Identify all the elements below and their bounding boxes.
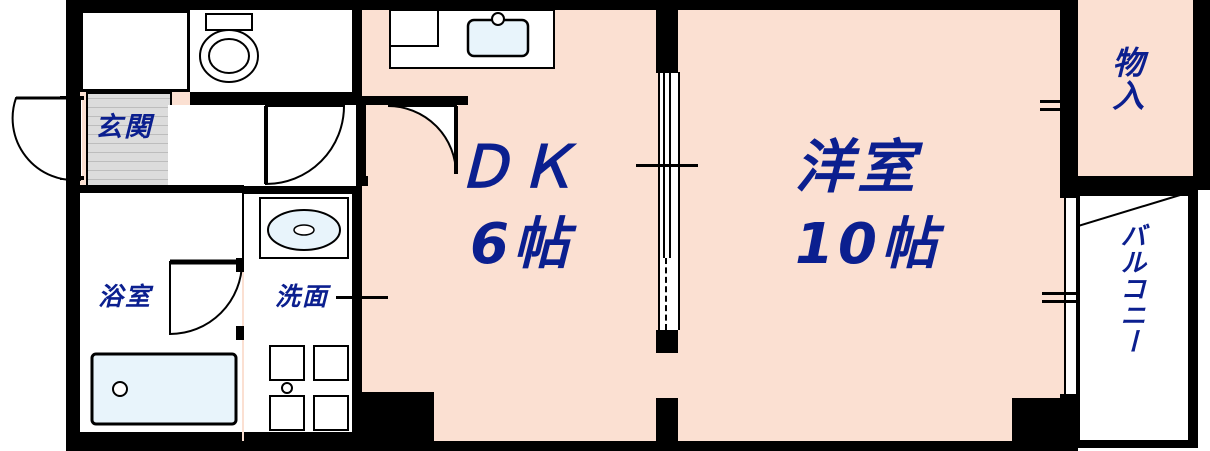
closet-wall-left <box>1060 0 1078 190</box>
dk-door-swing-icon <box>387 105 458 175</box>
wash-basin-icon <box>259 197 349 259</box>
dk-door-frame-left <box>356 96 366 186</box>
label-monoire: 物入 <box>1107 46 1146 112</box>
entry-door-swing-icon <box>11 96 81 182</box>
label-washitsu: 洋室 <box>795 133 920 201</box>
toilet-room-wall-right <box>352 10 362 105</box>
closet-wall-bottom <box>1060 176 1210 190</box>
balcony-outer-wall <box>1188 190 1198 448</box>
bath-door-jamb-2 <box>326 96 356 105</box>
outer-left-wall <box>66 0 80 451</box>
label-balcony: バルコニー <box>1115 222 1146 355</box>
senmen-leader-line <box>336 296 388 299</box>
washitsu-window-tick <box>1042 292 1078 295</box>
bathroom-door-jamb <box>236 258 244 272</box>
label-washitsu-size: 10帖 <box>795 212 941 277</box>
label-yokushitsu: 浴室 <box>98 282 153 311</box>
balcony-wall-top <box>1078 188 1198 196</box>
upper-left-void-edge4 <box>187 10 190 92</box>
upper-left-void-edge2 <box>80 12 83 92</box>
dk-door-frame-top <box>356 96 468 105</box>
closet-wall-right <box>1193 0 1210 190</box>
washitsu-window-line-1 <box>1064 196 1066 396</box>
label-genkan: 玄関 <box>95 112 153 143</box>
partition-opening-mark-top <box>656 70 678 73</box>
partition-wall-bottom <box>656 398 678 441</box>
sliding-door-dashed <box>665 258 667 330</box>
balcony-inner-line <box>1078 196 1080 442</box>
kitchen-sink-icon <box>389 9 555 69</box>
washroom-wall-right <box>352 186 362 441</box>
label-dk-size: 6帖 <box>470 212 573 277</box>
bathroom-wall-bottom <box>80 432 242 441</box>
toilet-icon <box>199 13 259 83</box>
washroom-wall-top <box>244 186 362 194</box>
outer-top-wall <box>66 0 1078 10</box>
washitsu-right-wall-bottom <box>1060 394 1078 442</box>
dk-door-frame-bottom <box>356 176 368 186</box>
bath-door-swing-icon <box>264 105 346 186</box>
upper-left-void-edge <box>80 10 190 13</box>
partition-opening-mark-bottom <box>656 350 678 353</box>
bath-door-jamb <box>262 96 280 105</box>
washitsu-right-wall-top <box>1060 190 1078 198</box>
outer-bottom-wall <box>66 441 1078 451</box>
bathtub-icon <box>90 352 238 426</box>
partition-wall-top <box>656 10 678 72</box>
partition-leader-tick <box>636 164 698 167</box>
hall-wall-bottom <box>80 185 242 193</box>
upper-left-void <box>80 10 190 92</box>
label-senmen: 洗面 <box>275 282 330 311</box>
partition-wall-mid <box>656 330 678 352</box>
washing-machine-space-icon <box>269 345 349 431</box>
closet-opening-tick-2 <box>1040 108 1078 111</box>
washitsu-window <box>1064 196 1078 396</box>
label-dk: ＤＫ <box>455 133 580 201</box>
bathroom-door-jamb-2 <box>236 326 244 340</box>
closet-room <box>1078 0 1196 186</box>
upper-left-void-edge3 <box>80 89 190 92</box>
washroom-wall-bottom <box>244 432 362 441</box>
washitsu-window-tick2 <box>1042 300 1078 303</box>
washitsu-window-line-2 <box>1076 196 1078 396</box>
balcony-wall-bottom <box>1078 440 1198 448</box>
balcony-corner-icon <box>1078 191 1191 227</box>
closet-opening-tick-1 <box>1040 100 1078 103</box>
dk-notch-wall <box>362 392 434 441</box>
